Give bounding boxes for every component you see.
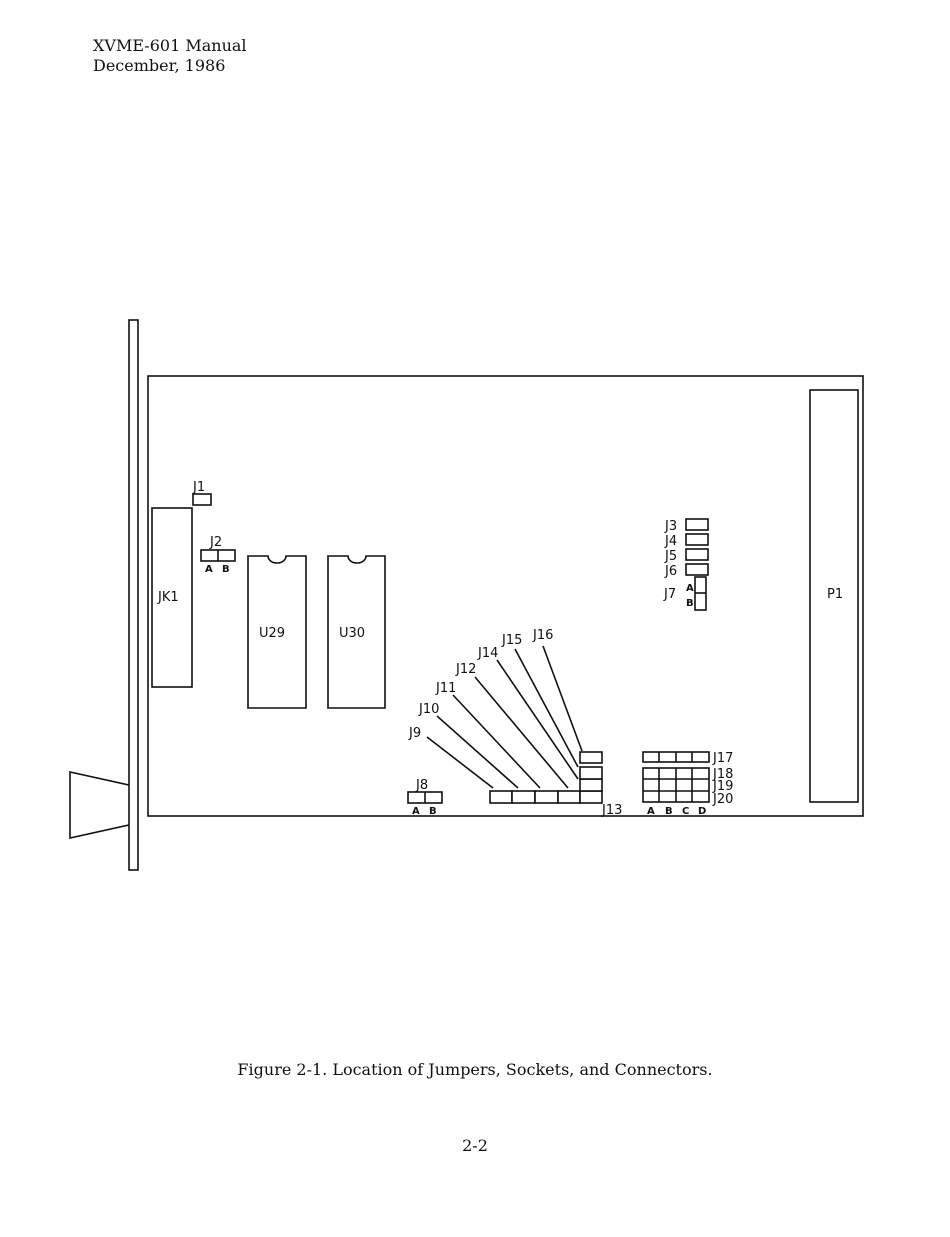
j10-jumper: [512, 791, 535, 803]
j11-label: J11: [435, 681, 456, 696]
u30-label: U30: [339, 626, 365, 641]
grid-col-d: D: [698, 806, 706, 817]
j3-jumper: [686, 519, 708, 530]
j3-label: J3: [664, 519, 677, 534]
u29-label: U29: [259, 626, 285, 641]
j4-label: J4: [664, 534, 677, 549]
front-handle: [70, 772, 129, 838]
j14-label: J14: [477, 646, 498, 661]
j20-label: J20: [712, 792, 733, 807]
j2-pin-b: B: [222, 564, 230, 575]
j2-pin-a: A: [205, 564, 213, 575]
front-panel: [129, 320, 138, 870]
grid-col-a: A: [647, 806, 655, 817]
j7-pin-a: A: [686, 583, 694, 594]
grid-col-c: C: [682, 806, 689, 817]
j9-label: J9: [408, 726, 421, 741]
j5-jumper: [686, 549, 708, 560]
j11-jumper: [535, 791, 558, 803]
page-number: 2-2: [0, 1136, 950, 1155]
j9-jumper: [490, 791, 512, 803]
figure-caption: Figure 2-1. Location of Jumpers, Sockets…: [0, 1060, 950, 1079]
j1-label: J1: [192, 480, 205, 495]
j15-label: J15: [501, 633, 522, 648]
j13-label: J13: [601, 803, 622, 818]
j17-label: J17: [712, 751, 733, 766]
j10-label: J10: [418, 702, 439, 717]
j5-label: J5: [664, 549, 677, 564]
j6-label: J6: [664, 564, 677, 579]
j8-pin-a: A: [412, 806, 420, 817]
j2-label: J2: [209, 535, 222, 550]
j15-jumper: [580, 767, 602, 779]
j13-jumper: [580, 791, 602, 803]
j12-jumper: [558, 791, 580, 803]
j1-jumper: [193, 494, 211, 505]
p1-label: P1: [827, 587, 843, 602]
j8-pin-b: B: [429, 806, 437, 817]
j16-label: J16: [532, 628, 553, 643]
j12-label: J12: [455, 662, 476, 677]
j4-jumper: [686, 534, 708, 545]
j16-jumper: [580, 752, 602, 763]
j6-jumper: [686, 564, 708, 575]
j14-jumper: [580, 779, 602, 791]
j7-pin-b: B: [686, 598, 694, 609]
grid-col-b: B: [665, 806, 673, 817]
j7-label: J7: [663, 587, 676, 602]
jk1-label: JK1: [157, 590, 179, 605]
j8-label: J8: [415, 778, 428, 793]
